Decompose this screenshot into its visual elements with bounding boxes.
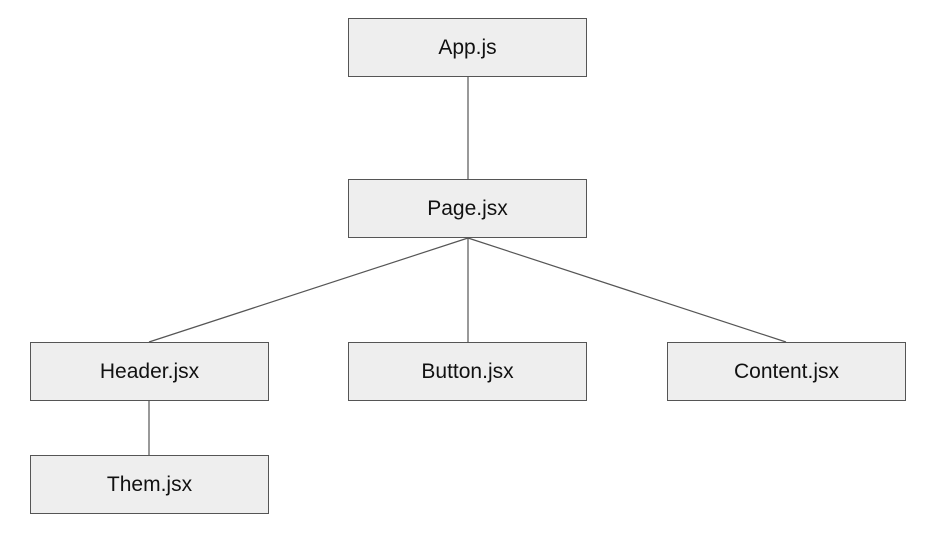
node-label: Content.jsx xyxy=(733,359,840,383)
node-label: App.js xyxy=(438,35,497,59)
edge-page-content xyxy=(467,237,787,343)
node-page-jsx: Page.jsx xyxy=(348,179,587,238)
node-label: Header.jsx xyxy=(99,359,200,383)
node-label: Page.jsx xyxy=(427,196,508,220)
node-button-jsx: Button.jsx xyxy=(348,342,587,401)
node-them-jsx: Them.jsx xyxy=(30,455,269,514)
node-label: Them.jsx xyxy=(106,472,193,496)
node-header-jsx: Header.jsx xyxy=(30,342,269,401)
node-app-js: App.js xyxy=(348,18,587,77)
node-content-jsx: Content.jsx xyxy=(667,342,906,401)
edge-page-header xyxy=(148,237,469,343)
node-label: Button.jsx xyxy=(421,359,514,383)
